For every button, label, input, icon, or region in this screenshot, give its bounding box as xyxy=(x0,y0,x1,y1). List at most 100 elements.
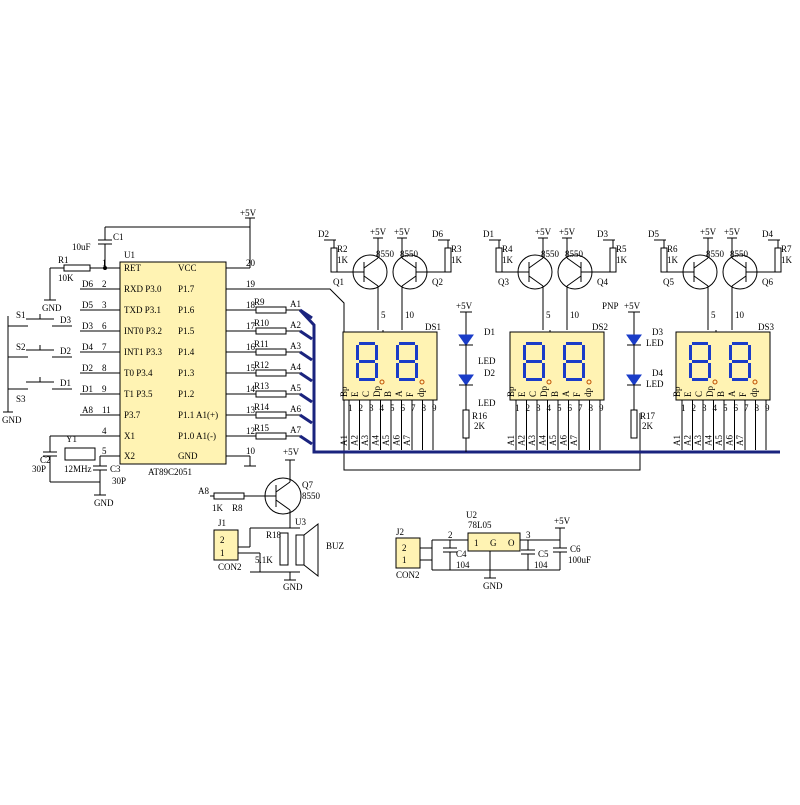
u1-pin-name: P1.3 xyxy=(178,368,195,378)
u2-pin-1: 1 xyxy=(474,538,479,548)
segment-e xyxy=(729,363,732,378)
j2-name: CON2 xyxy=(396,570,420,580)
display-segment-label: Dp xyxy=(539,386,549,397)
transistor-part: 8550 xyxy=(376,249,395,259)
buzzer-cone xyxy=(303,522,319,578)
display-pin-number: 7 xyxy=(744,403,749,413)
u1-pin-number: 11 xyxy=(102,405,111,415)
transistor-part: 8550 xyxy=(400,249,419,259)
display-segment-label: Bp xyxy=(672,386,682,397)
s2-net: D2 xyxy=(60,346,71,356)
r8-ref: R8 xyxy=(232,503,243,513)
display-segment-label: Bp xyxy=(339,386,349,397)
segment-f xyxy=(356,345,359,360)
vcc-label-led-left: +5V xyxy=(456,301,473,311)
r1-resistor xyxy=(63,264,91,272)
d3-led-label: LED xyxy=(646,338,664,348)
display-ref: DS2 xyxy=(592,322,608,332)
display-pin-net: A2 xyxy=(350,435,360,446)
display-pin-net: A1 xyxy=(339,435,349,446)
bus-entry xyxy=(299,392,313,404)
c2-value: 30P xyxy=(32,464,46,474)
vcc-label-q7: +5V xyxy=(283,447,300,457)
u1-pin-name: TXD P3.1 xyxy=(124,305,161,315)
bus-net-label: A2 xyxy=(290,320,301,330)
c6-ref: C6 xyxy=(570,544,581,554)
base-resistor-value: 1K xyxy=(781,255,793,265)
j2-connector xyxy=(395,537,421,569)
r18-resistor xyxy=(279,532,289,566)
j2-ref: J2 xyxy=(396,527,404,537)
display-pin-number: 9 xyxy=(432,403,437,413)
display-pin-number: 1 xyxy=(681,403,686,413)
segment-c xyxy=(542,363,545,378)
u1-pin-number: 4 xyxy=(102,426,107,436)
bus-resistor xyxy=(255,348,287,356)
r8-resistor xyxy=(213,492,245,500)
segment-a xyxy=(399,342,415,345)
u1-pin-number: 18 xyxy=(246,300,256,310)
reg-in-pin: 2 xyxy=(448,530,453,540)
display-pin-net: A1 xyxy=(506,435,516,446)
segment-d xyxy=(566,378,582,381)
s3-ref: S3 xyxy=(16,394,26,404)
display-pin-number: 5 xyxy=(390,403,395,413)
display-pin-number: 9 xyxy=(765,403,770,413)
u1-pin-net: D3 xyxy=(82,321,93,331)
transistor-pin-number: 10 xyxy=(570,310,580,320)
transistor-vcc-label: +5V xyxy=(370,227,387,237)
segment-f xyxy=(563,345,566,360)
pnp-label: PNP xyxy=(602,301,619,311)
digit xyxy=(563,342,592,385)
u2-pin-g: G xyxy=(490,538,497,548)
transistor-ref: Q1 xyxy=(333,277,344,287)
transistor-vcc-label: +5V xyxy=(394,227,411,237)
u1-pin-name: P1.6 xyxy=(178,305,195,315)
display-pin-net: A4 xyxy=(371,435,381,446)
display-ref: DS1 xyxy=(425,322,441,332)
d1-led-label: LED xyxy=(478,356,496,366)
bus-resistor-ref: R11 xyxy=(254,339,269,349)
display-pin-net: A5 xyxy=(381,435,391,446)
display-segment-label: B xyxy=(716,391,726,397)
bus-resistor-ref: R12 xyxy=(254,360,269,370)
bus-resistor-ref: R13 xyxy=(254,381,270,391)
segment-dp xyxy=(586,379,592,385)
display-pin-number: 2 xyxy=(692,403,697,413)
transistor-emitter xyxy=(363,257,379,269)
q7-emitter xyxy=(275,481,291,493)
display-pin-net: A6 xyxy=(725,435,735,446)
d2-led-label: LED xyxy=(478,398,496,408)
display-segment-label: C xyxy=(361,391,371,397)
bus-net-label: A7 xyxy=(290,425,301,435)
u1-pin-number: 17 xyxy=(246,321,256,331)
display-pin-net: A2 xyxy=(517,435,527,446)
u1-pin-number: 13 xyxy=(246,405,256,415)
display-pin-number: 8 xyxy=(589,403,594,413)
bus-net-label: A6 xyxy=(290,404,301,414)
bus-resistor xyxy=(255,369,287,377)
base-resistor-ref: R6 xyxy=(667,244,678,254)
segment-a xyxy=(359,342,375,345)
transistor-collector xyxy=(363,275,379,287)
transistor-pin-number: 5 xyxy=(546,310,551,320)
segment-dp xyxy=(712,379,718,385)
display-pin-net: A3 xyxy=(527,435,537,446)
display-segment-label: dp xyxy=(416,388,426,398)
segment-dp xyxy=(546,379,552,385)
u1-pin-number: 14 xyxy=(246,384,256,394)
display-segment-label: Dp xyxy=(372,386,382,397)
s2-ref: S2 xyxy=(16,342,26,352)
transistor-part: 8550 xyxy=(706,249,725,259)
q7-part: 8550 xyxy=(302,491,321,501)
display-pin-number: 4 xyxy=(713,403,718,413)
y1-crystal xyxy=(64,447,96,461)
segment-c xyxy=(415,363,418,378)
u1-chip-body xyxy=(119,261,227,465)
display-pin-net: A3 xyxy=(693,435,703,446)
transistor-ref: Q5 xyxy=(663,277,674,287)
transistor-pin-number: 5 xyxy=(711,310,716,320)
